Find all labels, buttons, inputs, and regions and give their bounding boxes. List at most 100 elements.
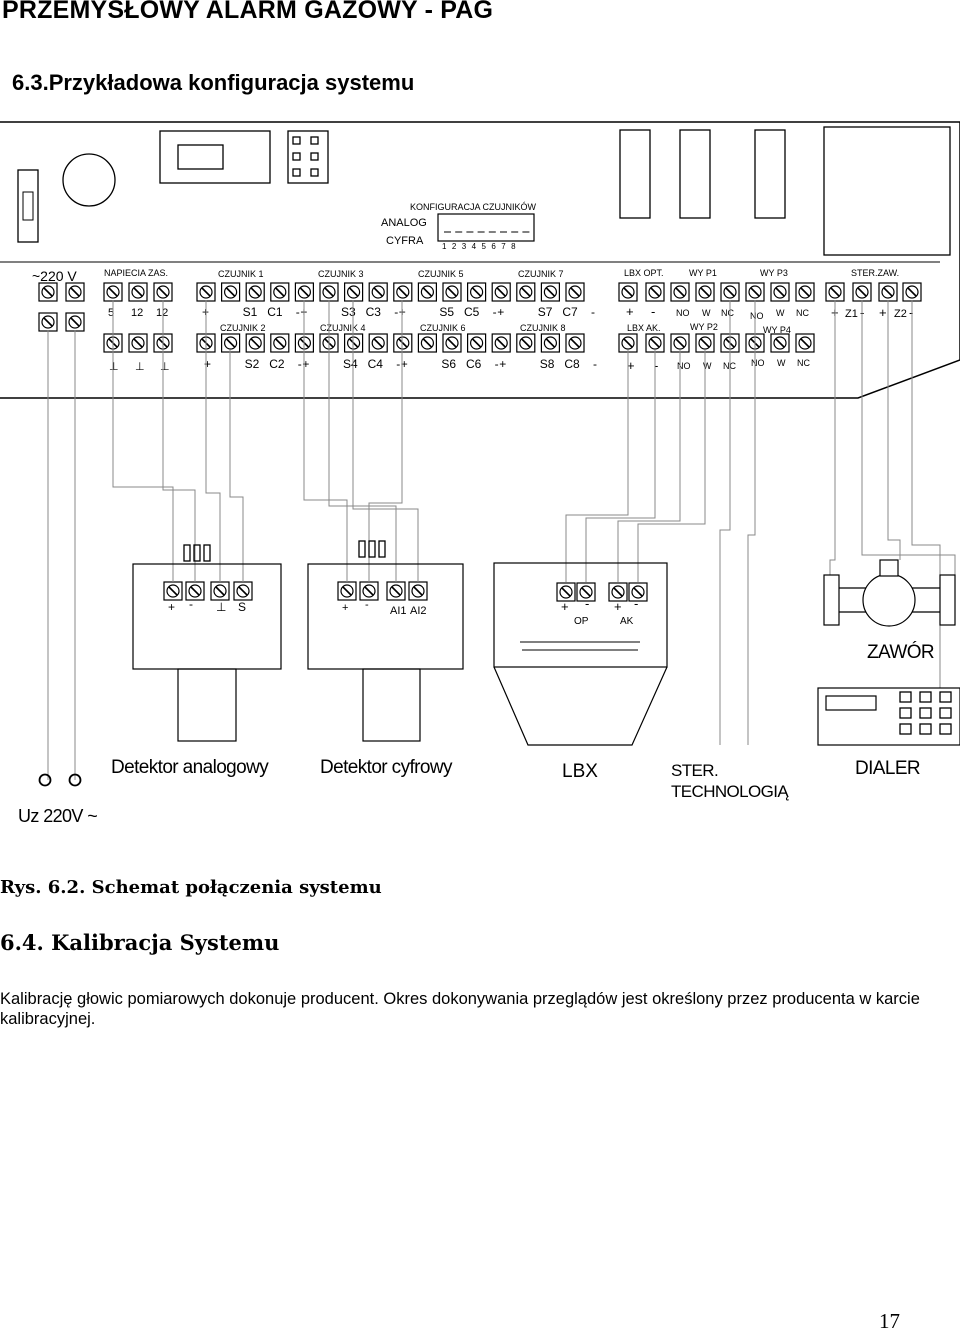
sensor-term-top: C7 bbox=[562, 305, 578, 319]
wire bbox=[585, 350, 656, 582]
digital-label: CYFRA bbox=[386, 235, 424, 247]
sensor-label-mid: CZUJNIK 2 bbox=[220, 323, 266, 333]
sensor-term-top: - bbox=[394, 305, 398, 319]
relay-label: WY P1 bbox=[689, 268, 717, 278]
power-value: 12 bbox=[131, 307, 143, 319]
header-pin bbox=[310, 168, 319, 177]
terminal-screw-row1-23 bbox=[670, 282, 690, 302]
terminal-screw-row2-13 bbox=[442, 333, 462, 353]
terminal-screw-row2-21 bbox=[670, 333, 690, 353]
terminal-screw-row2-5 bbox=[245, 333, 265, 353]
relay-term: W bbox=[702, 308, 711, 318]
body-paragraph: Kalibrację głowic pomiarowych dokonuje p… bbox=[0, 990, 920, 1028]
wire bbox=[328, 300, 397, 582]
header-pin bbox=[292, 152, 301, 161]
buzzer bbox=[62, 153, 116, 207]
terminal-screw-row1-22 bbox=[645, 282, 665, 302]
analog-terminal-0 bbox=[163, 581, 183, 601]
sensor-term-top: S3 bbox=[341, 305, 356, 319]
wire bbox=[719, 300, 731, 745]
analog-terminal-3 bbox=[233, 581, 253, 601]
header-pin bbox=[292, 136, 301, 145]
digital-term-label: AI2 bbox=[410, 605, 427, 617]
relay-term: NO bbox=[750, 311, 764, 321]
sensor-term-bottom: C6 bbox=[466, 357, 482, 371]
analog-term-label: S bbox=[238, 600, 246, 614]
sensor-term-bottom: C2 bbox=[269, 357, 285, 371]
terminal-screw-row1-20 bbox=[565, 282, 585, 302]
terminal-screw-row1-27 bbox=[770, 282, 790, 302]
analog-label: ANALOG bbox=[381, 217, 427, 229]
terminal-screw-row2-26 bbox=[795, 333, 815, 353]
terminal-screw-row1-30 bbox=[852, 282, 872, 302]
relay-term: W bbox=[703, 361, 712, 371]
relay-label: WY P2 bbox=[690, 322, 718, 332]
dialer-key bbox=[919, 707, 932, 719]
relay-term: NC bbox=[797, 358, 810, 368]
digital-terminal-1 bbox=[359, 581, 379, 601]
terminal-screw-mains-0 bbox=[38, 312, 58, 332]
relay-term: NC bbox=[796, 308, 809, 318]
terminal-screw-row1-31 bbox=[878, 282, 898, 302]
mains-label: Uz 220V ~ bbox=[18, 806, 97, 826]
z2-label: Z2 bbox=[894, 308, 907, 320]
terminal-screw-row2-20 bbox=[645, 333, 665, 353]
dialer-key bbox=[899, 707, 912, 719]
sensor-term-top: S1 bbox=[243, 305, 258, 319]
relay-term: NO bbox=[677, 361, 691, 371]
sensor-term-bottom: - bbox=[298, 357, 302, 371]
valve-label: ZAWÓR bbox=[867, 641, 934, 663]
terminal-screw-row1-3 bbox=[128, 282, 148, 302]
supply-label: ~220 V bbox=[32, 268, 77, 284]
sensor-label-top: CZUJNIK 1 bbox=[218, 269, 264, 279]
device-dialer-label: DIALER bbox=[855, 758, 920, 779]
wire bbox=[205, 300, 221, 582]
sensor-term-bottom: - bbox=[396, 357, 400, 371]
terminal-screw-row2-25 bbox=[770, 333, 790, 353]
wire bbox=[112, 300, 174, 582]
sensor-term-top: S5 bbox=[439, 305, 454, 319]
digital-terminal-3 bbox=[408, 581, 428, 601]
lbx-term-label: + bbox=[614, 599, 622, 614]
sensor-term-top: C5 bbox=[464, 305, 480, 319]
terminal-screw-row2-4 bbox=[221, 333, 241, 353]
terminal-screw-row1-11 bbox=[344, 282, 364, 302]
sensor-label-mid: CZUJNIK 4 bbox=[320, 323, 366, 333]
sensor-label-mid: CZUJNIK 6 bbox=[420, 323, 466, 333]
sensor-label-top: CZUJNIK 5 bbox=[418, 269, 464, 279]
config-title: KONFIGURACJA CZUJNIKÓW bbox=[410, 202, 537, 212]
wiring-schematic: KONFIGURACJA CZUJNIKÓW ANALOG CYFRA 1 2 … bbox=[0, 121, 960, 826]
ground-symbol: ⊥ bbox=[160, 361, 170, 373]
gas-valve bbox=[823, 559, 956, 627]
figure-caption: Rys. 6.2. Schemat połączenia systemu bbox=[0, 877, 382, 898]
terminal-screw-row1-15 bbox=[442, 282, 462, 302]
terminal-screw-row2-18 bbox=[565, 333, 585, 353]
terminal-screw-row2-22 bbox=[695, 333, 715, 353]
terminal-screw-row1-19 bbox=[540, 282, 561, 302]
connector-header bbox=[287, 130, 329, 184]
lbx-ak-minus: - bbox=[654, 358, 658, 373]
terminal-screw-row1-12 bbox=[368, 282, 388, 302]
sensor-term-top: - bbox=[493, 305, 497, 319]
digital-term-label: + bbox=[342, 602, 348, 614]
sensor-term-bottom: C4 bbox=[368, 357, 384, 371]
lbx-ak-label: AK bbox=[620, 616, 634, 627]
power-value: 12 bbox=[156, 307, 168, 319]
dip-numbers: 1 2 3 4 5 6 7 8 bbox=[442, 242, 517, 251]
wire bbox=[617, 350, 681, 582]
lbx-terminal-3 bbox=[628, 582, 648, 602]
power-value: 5 bbox=[108, 307, 114, 319]
terminal-screw-row1-18 bbox=[516, 282, 536, 302]
terminal-screw-row2-15 bbox=[491, 333, 511, 353]
analog-term-label: ⊥ bbox=[216, 600, 226, 614]
ster-zaw-label: STER.ZAW. bbox=[851, 268, 899, 278]
terminal-screw-row2-9 bbox=[344, 333, 364, 353]
digital-terminal-2 bbox=[386, 581, 406, 601]
lbx-terminal-0 bbox=[556, 582, 576, 602]
z1-label: Z1 bbox=[845, 308, 858, 320]
lbx-op-label: OP bbox=[574, 616, 589, 627]
z2-plus: + bbox=[879, 305, 887, 320]
terminal-screw-row1-10 bbox=[319, 282, 339, 302]
terminal-screw-row1-4 bbox=[153, 282, 173, 302]
header-pin bbox=[310, 136, 319, 145]
